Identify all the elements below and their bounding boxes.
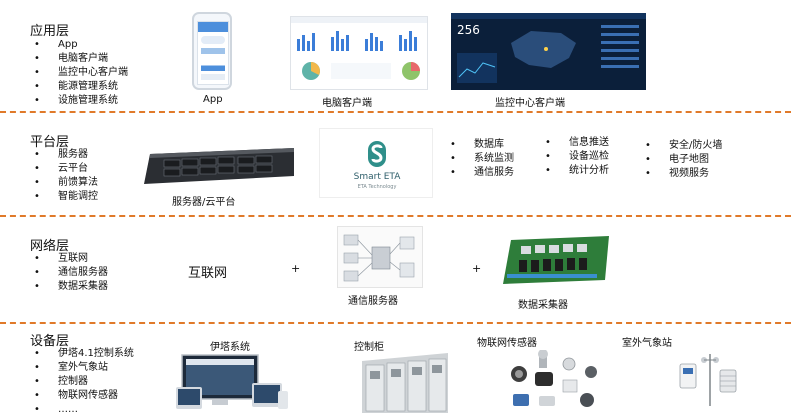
device-item-list: 伊塔4.1控制系统 室外气象站 控制器 物联网传感器 …… (32, 347, 134, 417)
list-item: 数据库 (448, 138, 514, 152)
list-item: 统计分析 (543, 164, 609, 178)
list-item: 前馈算法 (32, 176, 98, 190)
list-item: 监控中心客户端 (32, 66, 128, 80)
list-item: 信息推送 (543, 136, 609, 150)
platform-services-col2: 信息推送 设备巡检 统计分析 (543, 136, 609, 178)
layer-divider (0, 322, 791, 324)
eta-system-devices-image (172, 353, 290, 413)
pc-client-screenshot (290, 16, 428, 90)
layer-divider (0, 111, 791, 113)
list-item: 互联网 (32, 252, 108, 266)
platform-services-col1: 数据库 系统监测 通信服务 (448, 138, 514, 180)
list-item: 室外气象站 (32, 361, 134, 375)
network-layer-title: 网络层 (30, 239, 70, 254)
smart-eta-text: Smart ETA (353, 172, 401, 182)
iot-sensor-caption: 物联网传感器 (477, 338, 537, 349)
internet-label: 互联网 (188, 266, 228, 281)
list-item: 数据采集器 (32, 280, 108, 294)
eta-system-caption: 伊塔系统 (210, 342, 250, 353)
device-layer-title: 设备层 (30, 334, 70, 349)
dashboard-big-number: 256 (457, 23, 480, 37)
comm-server-image (337, 226, 423, 288)
list-item: 云平台 (32, 162, 98, 176)
list-item: 服务器 (32, 148, 98, 162)
weather-station-caption: 室外气象站 (622, 338, 672, 349)
platform-layer-title: 平台层 (30, 135, 70, 150)
network-item-list: 互联网 通信服务器 数据采集器 (32, 252, 108, 294)
monitoring-caption: 监控中心客户端 (495, 98, 565, 109)
list-item: 电子地图 (643, 153, 722, 167)
list-item: 智能调控 (32, 190, 98, 204)
list-item: 物联网传感器 (32, 389, 134, 403)
smart-eta-subtext: ETA Technology (357, 184, 397, 190)
list-item: 控制器 (32, 375, 134, 389)
list-item: 伊塔4.1控制系统 (32, 347, 134, 361)
control-cabinet-image (360, 353, 450, 413)
list-item: 通信服务 (448, 166, 514, 180)
data-collector-image (501, 234, 611, 286)
list-item: 电脑客户端 (32, 52, 128, 66)
server-image (144, 146, 294, 186)
data-collector-caption: 数据采集器 (518, 300, 568, 311)
control-cabinet-caption: 控制柜 (354, 342, 384, 353)
platform-item-list: 服务器 云平台 前馈算法 智能调控 (32, 148, 98, 204)
application-item-list: App 电脑客户端 监控中心客户端 能源管理系统 设施管理系统 (32, 38, 128, 108)
platform-services-col3: 安全/防火墙 电子地图 视频服务 (643, 139, 722, 181)
list-item: 安全/防火墙 (643, 139, 722, 153)
iot-sensors-image (505, 349, 601, 412)
monitoring-dashboard-screenshot: 256 (451, 13, 646, 90)
list-item: 设施管理系统 (32, 94, 128, 108)
list-item: 视频服务 (643, 167, 722, 181)
plus-sign: + (291, 262, 301, 275)
application-layer-title: 应用层 (30, 24, 70, 39)
app-caption: App (203, 94, 223, 105)
pc-client-caption: 电脑客户端 (322, 98, 372, 109)
server-caption: 服务器/云平台 (172, 197, 236, 208)
pc-client-charts (291, 17, 427, 80)
list-item: …… (32, 403, 134, 417)
list-item: 设备巡检 (543, 150, 609, 164)
weather-station-image (676, 350, 742, 408)
list-item: 能源管理系统 (32, 80, 128, 94)
list-item: 系统监测 (448, 152, 514, 166)
plus-sign: + (472, 262, 482, 275)
list-item: 通信服务器 (32, 266, 108, 280)
list-item: App (32, 38, 128, 52)
comm-server-caption: 通信服务器 (348, 296, 398, 307)
smart-eta-logo: Smart ETA ETA Technology (319, 128, 433, 198)
app-phone-image (192, 12, 232, 90)
smart-eta-icon (368, 141, 386, 167)
dashboard-map (451, 13, 646, 83)
layer-divider (0, 215, 791, 217)
